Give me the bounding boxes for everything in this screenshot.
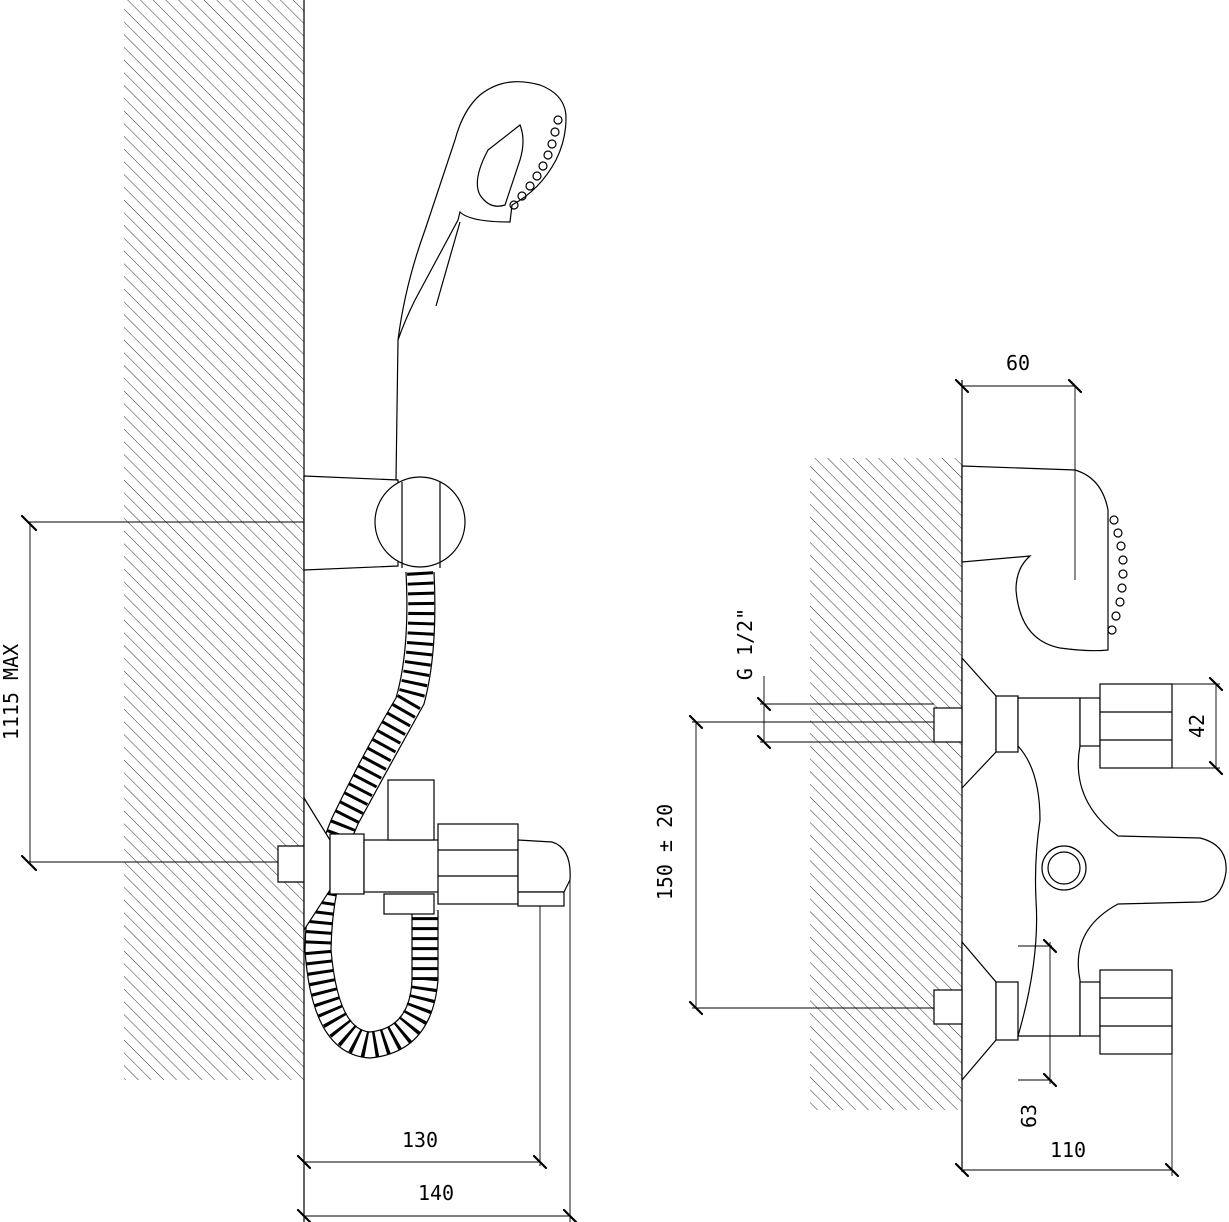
dim-thread: G 1/2" — [733, 608, 934, 750]
dim-spout-140: 140 — [296, 880, 578, 1222]
shower-holder — [303, 475, 466, 571]
hand-shower-plan — [961, 386, 1128, 652]
side-view: 1115 MAX 130 140 — [0, 0, 578, 1222]
dim-label-130: 130 — [402, 1128, 438, 1152]
hand-shower — [395, 81, 567, 481]
dim-depth-60: 60 — [954, 351, 1083, 394]
dim-label-63: 63 — [1017, 1104, 1041, 1128]
dim-handle-42: 42 — [1172, 676, 1224, 776]
dim-shower-height: 1115 MAX — [0, 514, 304, 872]
mixer-body-plan — [933, 656, 1227, 1082]
dim-depth-110: 110 — [954, 1054, 1180, 1178]
dim-label-60: 60 — [1006, 351, 1030, 375]
dim-inlet-spacing: 150 ± 20 — [653, 714, 934, 1016]
nozzle-row-side — [509, 115, 563, 210]
dim-depth-63: 63 — [1017, 938, 1058, 1128]
dim-label-thread: G 1/2" — [733, 608, 757, 680]
mixer-body-side — [277, 779, 571, 933]
wall-section-left — [124, 0, 304, 1080]
dim-label-inlet-spacing: 150 ± 20 — [653, 804, 677, 900]
dim-label-110: 110 — [1050, 1138, 1086, 1162]
dim-label-42: 42 — [1185, 714, 1209, 738]
dim-label-shower-height: 1115 MAX — [0, 644, 23, 740]
dim-label-140: 140 — [418, 1181, 454, 1205]
nozzle-row-plan — [1107, 515, 1128, 635]
plan-view: 60 G 1/2" 150 ± 20 42 — [653, 351, 1227, 1178]
dim-spout-130: 130 — [296, 906, 548, 1170]
